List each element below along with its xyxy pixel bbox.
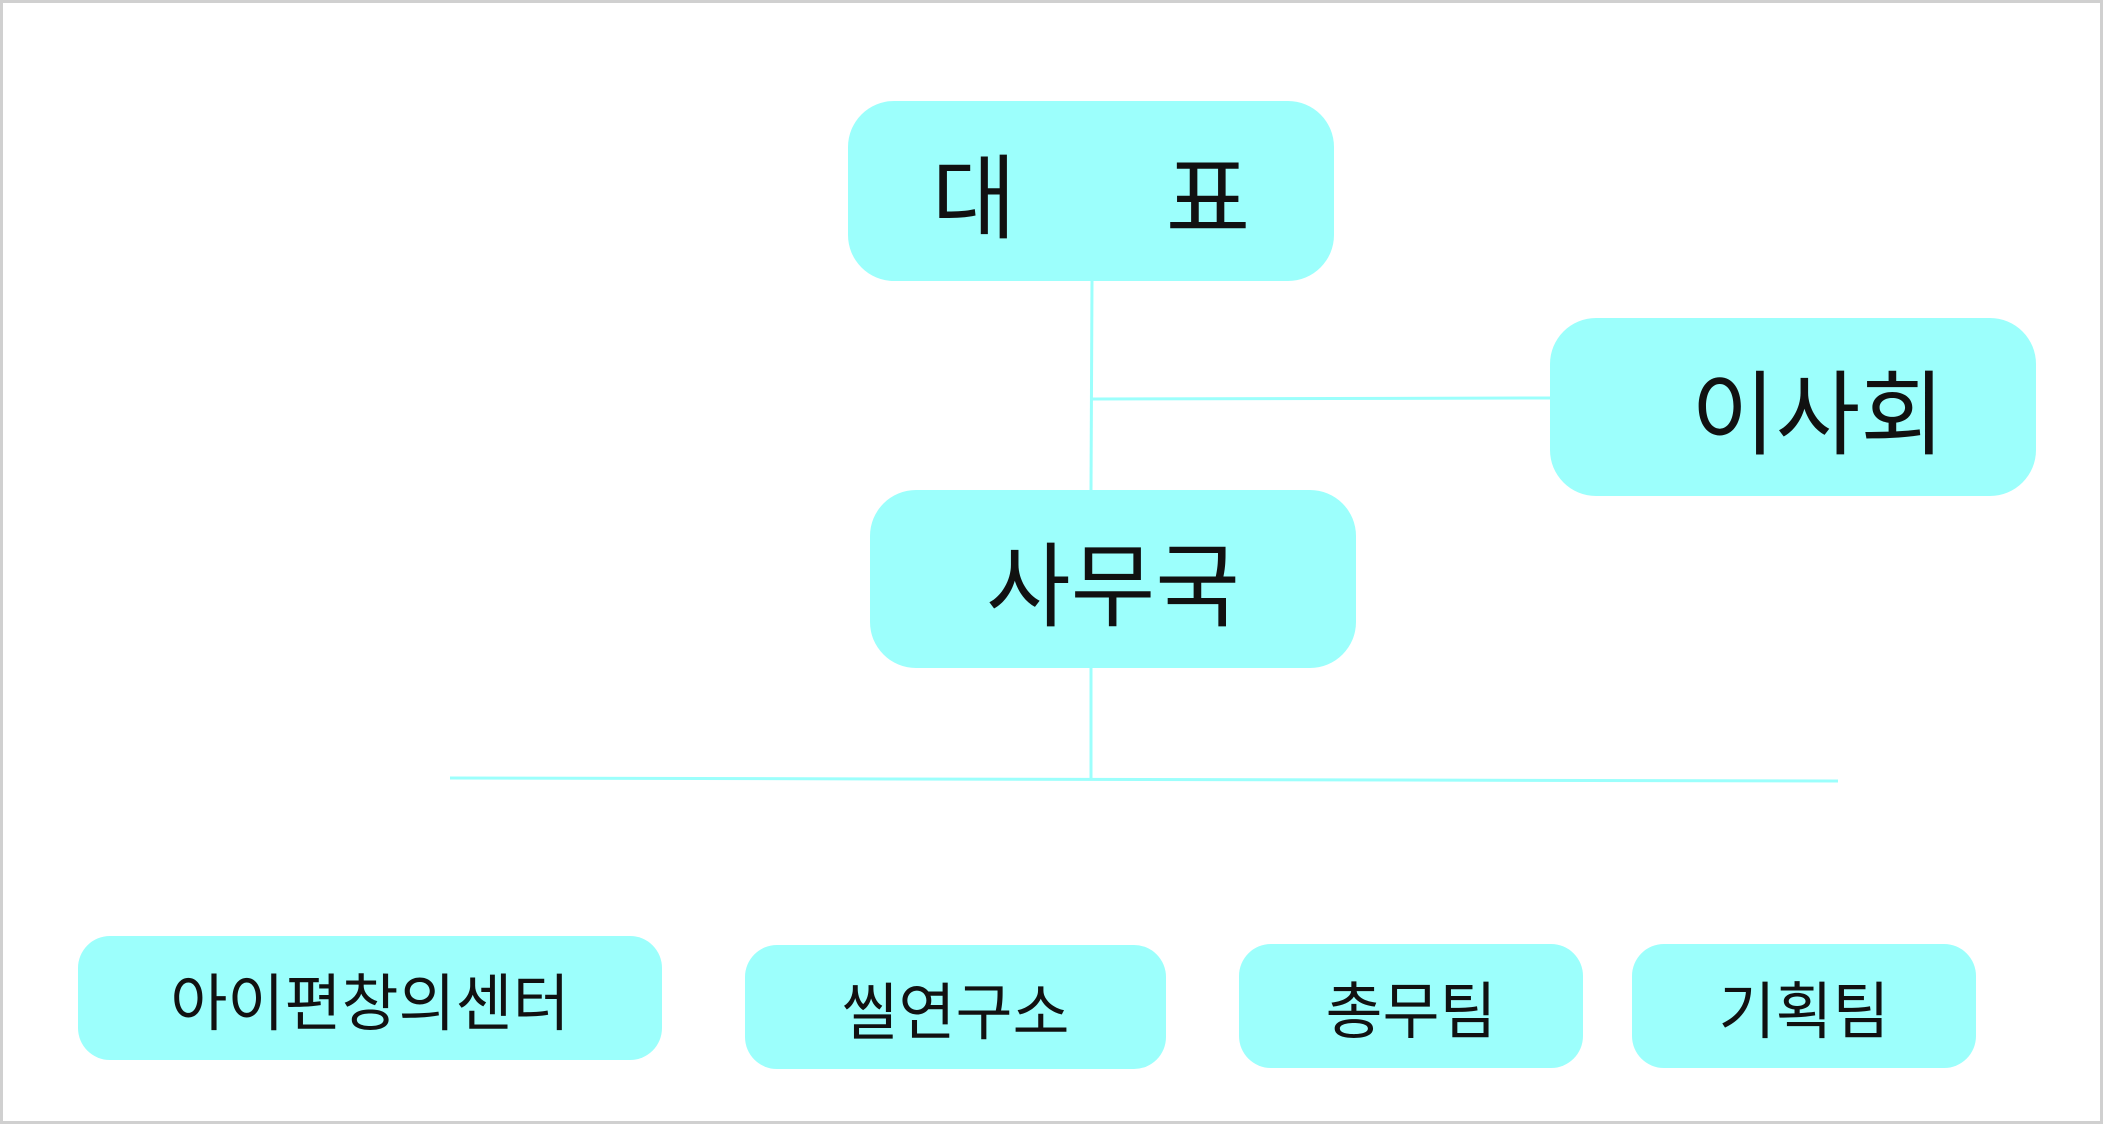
node-ceo: 대 표 <box>848 101 1334 281</box>
node-board-label: 이사회 <box>1691 361 1945 469</box>
node-planning: 기획팀 <box>1632 944 1976 1068</box>
node-ceo-label: 대 표 <box>931 145 1311 253</box>
edge-ceo-secretariat <box>1089 280 1094 491</box>
edge-ceo-board <box>1091 396 1551 401</box>
node-planning-label: 기획팀 <box>1718 975 1890 1048</box>
node-center-label: 아이편창의센터 <box>170 967 570 1040</box>
node-institute: 씰연구소 <box>745 945 1166 1069</box>
node-center: 아이편창의센터 <box>78 936 662 1060</box>
edge-horizontal-bus <box>449 776 1839 783</box>
node-institute-label: 씰연구소 <box>841 976 1070 1049</box>
node-general-affairs-label: 총무팀 <box>1325 975 1497 1048</box>
node-secretariat: 사무국 <box>870 490 1356 668</box>
node-general-affairs: 총무팀 <box>1239 944 1583 1068</box>
node-board: 이사회 <box>1550 318 2036 496</box>
node-secretariat-label: 사무국 <box>986 533 1240 641</box>
